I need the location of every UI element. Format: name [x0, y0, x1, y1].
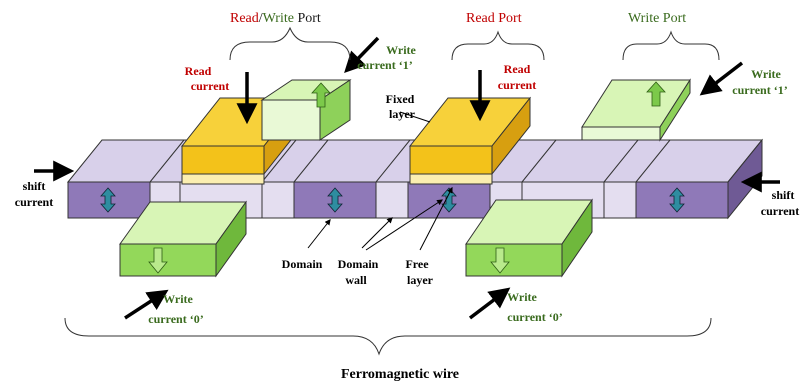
domain-wall-pointer	[361, 217, 393, 249]
write-element-top-right	[581, 78, 691, 142]
port-titles: Read/Write Port Read Port Write Port	[230, 11, 686, 26]
write-element-bottom-right	[465, 198, 593, 278]
write1-current-label: current ‘1’	[357, 58, 412, 72]
write-element-bottom-left	[119, 200, 247, 278]
read-head-2	[408, 96, 532, 185]
green-arrow-up	[646, 81, 666, 107]
free-layer-label: layer	[407, 273, 434, 287]
domain-wall-pointer	[365, 199, 444, 251]
rw-port-title: Read/Write Port	[230, 11, 321, 26]
free-layer-pointer	[419, 186, 453, 251]
magnetization-arrow	[100, 187, 116, 213]
write1-current-label: current ‘1’	[732, 83, 787, 97]
domain-label: Domain	[282, 257, 323, 271]
magnetization-arrow	[669, 187, 685, 213]
current-arrows	[34, 36, 780, 320]
free-layer-label: Free	[405, 257, 429, 271]
ferromagnetic-wire-label: Ferromagnetic wire	[341, 367, 459, 382]
pointer-lines	[307, 111, 453, 251]
read-current-label: Read	[185, 64, 212, 78]
green-arrow-up	[311, 82, 331, 108]
shift-current-label: shift	[772, 188, 795, 202]
write0-current-arrow	[468, 287, 511, 320]
rw-port-brace	[229, 26, 351, 61]
braces	[64, 26, 720, 356]
shift-current-label: current	[761, 204, 799, 218]
write0-current-arrow	[124, 289, 169, 320]
write0-current-label: Write	[507, 290, 537, 304]
write0-current-label: current ‘0’	[148, 312, 203, 326]
write-port-brace	[622, 30, 720, 61]
write0-current-label: Write	[163, 292, 193, 306]
magnetization-arrow	[327, 187, 343, 213]
fixed-layer-label: Fixed	[386, 92, 415, 106]
write1-current-arrow	[699, 61, 744, 96]
read-current-label: current	[498, 78, 536, 92]
magnetization-arrows	[100, 187, 685, 213]
write1-current-label: Write	[386, 43, 416, 57]
shift-current-label: current	[15, 195, 53, 209]
domain-wall-label: wall	[345, 273, 367, 287]
write-element-top-left	[260, 79, 352, 141]
green-arrow-down	[490, 247, 510, 274]
fixed-layer-pointer	[399, 111, 431, 123]
read-port-brace	[451, 30, 545, 61]
write1-current-arrow	[344, 36, 380, 74]
wire-brace	[64, 317, 712, 356]
read-current-label: current	[191, 79, 229, 93]
read-current-label: Read	[504, 62, 531, 76]
domain-segment	[635, 181, 729, 219]
domain-wall-label: Domain	[338, 257, 379, 271]
shift-current-label: shift	[23, 179, 46, 193]
domain-pointer	[307, 219, 331, 249]
green-arrow-down	[148, 247, 168, 274]
write1-current-label: Write	[751, 67, 781, 81]
magnetization-arrow	[441, 187, 457, 213]
write0-current-label: current ‘0’	[507, 310, 562, 324]
fixed-layer-label: layer	[389, 107, 416, 121]
write-port-title: Write Port	[628, 11, 686, 26]
read-port-title: Read Port	[466, 11, 522, 26]
